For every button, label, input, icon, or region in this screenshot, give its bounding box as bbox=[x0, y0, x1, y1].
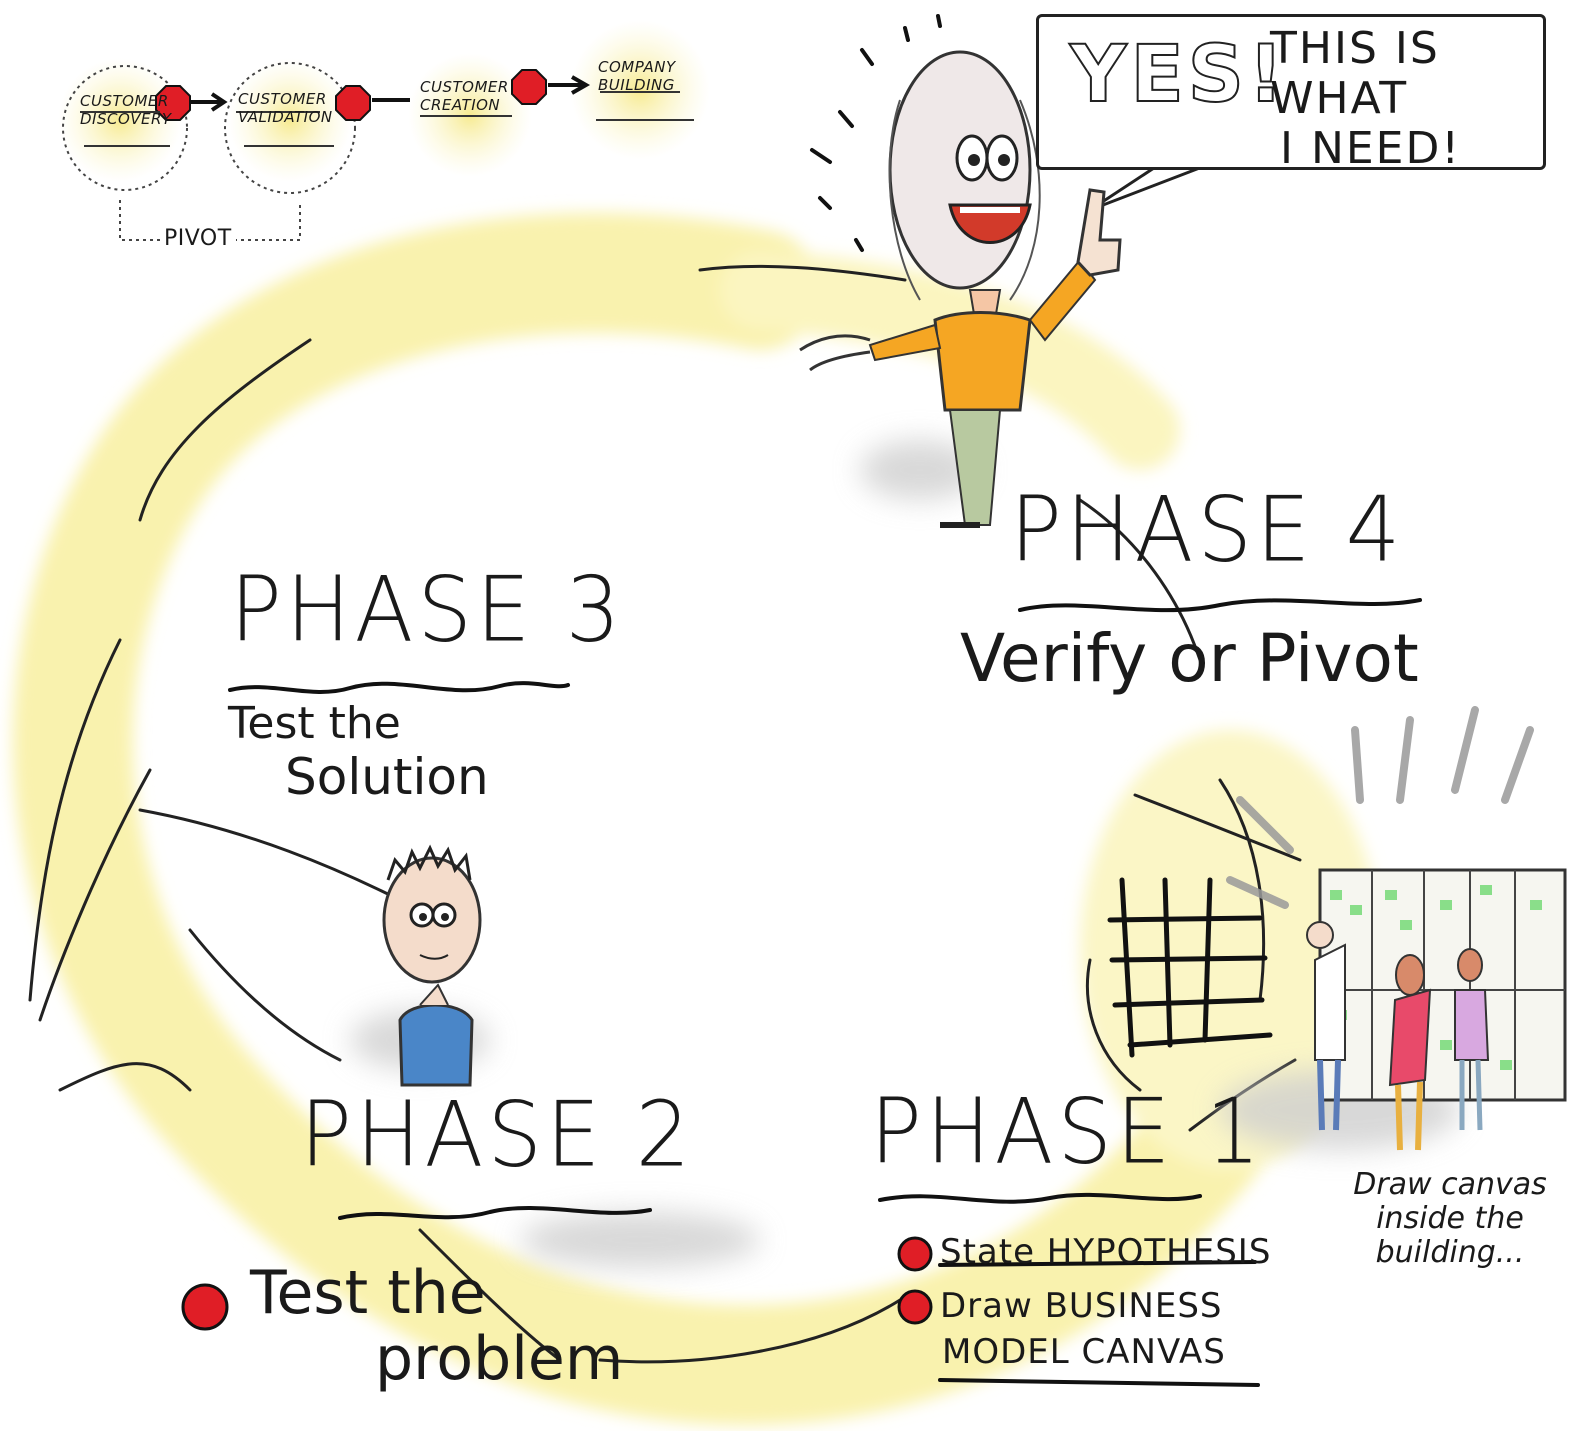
cycle-loop-band bbox=[12, 212, 1380, 1426]
phase2-bullet-line2: problem bbox=[375, 1324, 624, 1394]
speech-bubble-yes: YES! bbox=[1069, 29, 1288, 121]
side-note-line2: inside the bbox=[1376, 1201, 1524, 1236]
mini-flow-underlines bbox=[80, 91, 694, 147]
side-note-line1: Draw canvas bbox=[1353, 1167, 1547, 1202]
mini-step1-line2: DISCOVERY bbox=[80, 110, 172, 128]
speech-bubble bbox=[1036, 14, 1546, 170]
canvas-grid-sketch bbox=[1107, 877, 1273, 1058]
speech-bubble-line1: THIS IS WHAT bbox=[1270, 23, 1440, 124]
phase-underlines bbox=[228, 598, 1422, 1387]
speech-bubble-line2: I NEED! bbox=[1280, 123, 1461, 174]
phase1-bullet2-line1: Draw BUSINESS bbox=[940, 1286, 1223, 1326]
mini-step2-line2: VALIDATION bbox=[238, 108, 333, 126]
thinking-man-figure bbox=[382, 844, 482, 1087]
phase4-subtitle: Verify or Pivot bbox=[960, 620, 1419, 697]
phase2-title: PHASE 2 bbox=[300, 1082, 695, 1188]
phase3-title: PHASE 3 bbox=[230, 557, 625, 663]
speech-bubble-tail bbox=[1089, 162, 1211, 212]
side-note: Draw canvas inside the building... bbox=[1335, 1168, 1565, 1270]
mini-flow-glows bbox=[58, 20, 710, 182]
phase1-title: PHASE 1 bbox=[870, 1079, 1265, 1185]
mini-step1-line1: CUSTOMER bbox=[80, 92, 169, 110]
mini-step3-line1: CUSTOMER bbox=[420, 78, 509, 96]
cycle-loop-outline bbox=[28, 264, 1302, 1364]
phase3-subtitle-line2: Solution bbox=[285, 748, 489, 806]
mini-step4-line1: COMPANY bbox=[598, 58, 676, 76]
excited-woman-figure bbox=[799, 50, 1122, 528]
mini-step4-line2: BUILDING bbox=[598, 76, 675, 94]
mini-step-customer-creation: CUSTOMER CREATION bbox=[420, 78, 509, 114]
speech-bubble-text: THIS IS WHAT I NEED! bbox=[1270, 24, 1578, 174]
mini-step-customer-discovery: CUSTOMER DISCOVERY bbox=[80, 92, 172, 128]
mini-step-company-building: COMPANY BUILDING bbox=[598, 58, 676, 94]
phase1-bullet1: State HYPOTHESIS bbox=[940, 1232, 1272, 1272]
excitement-marks bbox=[810, 14, 942, 252]
phase2-bullet-line1: Test the bbox=[250, 1258, 486, 1328]
pivot-label: PIVOT bbox=[160, 228, 236, 250]
side-note-line3: building... bbox=[1375, 1235, 1525, 1270]
canvas-wall-scene bbox=[1306, 868, 1567, 1151]
mini-step3-line2: CREATION bbox=[420, 96, 501, 114]
phase3-subtitle-line1: Test the bbox=[228, 698, 401, 749]
canvas-rays bbox=[1226, 706, 1534, 909]
phase1-bullet2-line2: MODEL CANVAS bbox=[942, 1332, 1226, 1372]
phase4-title: PHASE 4 bbox=[1010, 477, 1405, 583]
mini-flow-stop-signs bbox=[155, 69, 547, 121]
mini-flow-arrows bbox=[190, 75, 591, 112]
mini-flow-dotted-loops bbox=[62, 62, 356, 241]
mini-step-customer-validation: CUSTOMER VALIDATION bbox=[238, 90, 333, 126]
mini-step2-line1: CUSTOMER bbox=[238, 90, 327, 108]
bullet-dots bbox=[181, 1236, 933, 1331]
